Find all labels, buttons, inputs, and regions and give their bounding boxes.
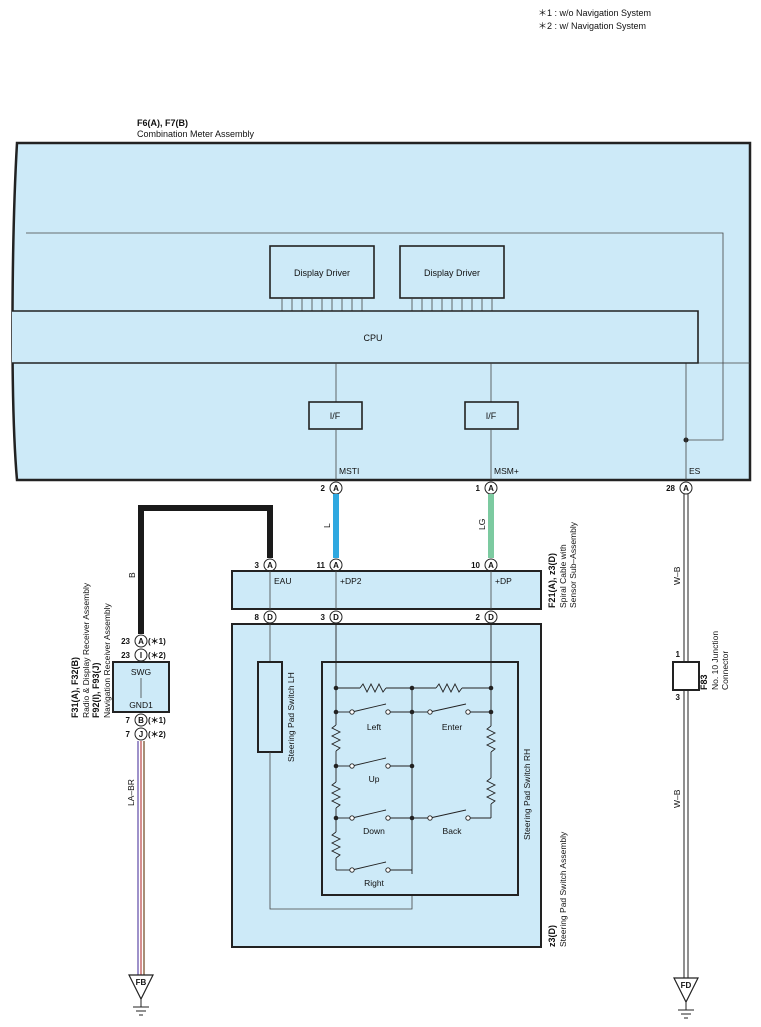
junction-box (672, 661, 700, 691)
radio-pin-swg-number-a: 23 (121, 637, 130, 646)
spiral-pin-d8-conn: D (267, 613, 273, 622)
driver-bus-lines (281, 298, 493, 311)
meter-name: Combination Meter Assembly (137, 129, 255, 139)
steering-name: Steering Pad Switch Assembly (558, 831, 568, 947)
spiral-pin-eau-conn: A (267, 561, 273, 570)
radio-pin-gnd-number-j: 7 (126, 730, 131, 739)
cpu-label: CPU (363, 333, 382, 343)
spiral-pin-dp-conn: A (488, 561, 494, 570)
rh-switch-box (321, 661, 519, 896)
spiral-dp2: +DP2 (340, 576, 362, 586)
pin-msti-conn: A (333, 484, 339, 493)
if-1-box (308, 401, 363, 430)
display-driver-2-label: Display Driver (424, 268, 480, 278)
radio-pin-gnd-b-circle (134, 713, 148, 727)
lh-switch-box (257, 661, 283, 753)
spiral-pin-d3-number: 3 (321, 613, 326, 622)
ground-fd-label: FD (681, 981, 692, 990)
spiral-pin-eau-number: 3 (255, 561, 260, 570)
rh-circuit-contacts (349, 709, 471, 873)
rh-circuit (330, 624, 497, 874)
spiral-pin-dp2-number: 11 (317, 561, 326, 570)
spiral-code: F21(A), z3(D) (547, 553, 557, 608)
wire-la-br-label: LA–BR (126, 779, 136, 806)
switch-enter-label: Enter (442, 722, 462, 732)
spiral-pin-dp2-conn: A (333, 561, 339, 570)
meter-code: F6(A), F7(B) (137, 118, 188, 128)
term-es: ES (689, 466, 701, 476)
spiral-pin-d8-number: 8 (255, 613, 260, 622)
ground-fb-label: FB (136, 978, 147, 987)
radio-pin-swg-a-conn: A (138, 637, 144, 646)
pin-msm-conn: A (488, 484, 494, 493)
spiral-name1: Spiral Cable with (558, 544, 568, 608)
pin-msm-number: 1 (476, 484, 481, 493)
junction-name1: No. 10 Junction (710, 631, 720, 690)
spiral-pin-d3-conn: D (333, 613, 339, 622)
radio-note2-i: (＊2) (148, 651, 166, 660)
rh-circuit-dots (333, 685, 494, 821)
spiral-eau: EAU (274, 576, 291, 586)
radio-pin-gnd-number-b: 7 (126, 716, 131, 725)
display-driver-1-label: Display Driver (294, 268, 350, 278)
radio-pin-swg-number-i: 23 (121, 651, 130, 660)
spiral-pin-d2-conn: D (488, 613, 494, 622)
radio-name2: Navigation Receiver Assembly (102, 602, 112, 718)
spiral-name2: Sensor Sub–Assembly (568, 521, 578, 608)
junction-pin3: 3 (676, 693, 681, 702)
switch-left-label: Left (367, 722, 382, 732)
switch-up-label: Up (369, 774, 380, 784)
pin-es-circle (679, 481, 693, 495)
radio-code2: F92(I), F93(J) (91, 662, 101, 718)
wire-lg-label: LG (477, 519, 487, 530)
radio-code: F31(A), F32(B) (70, 657, 80, 718)
if-2-label: I/F (486, 411, 497, 421)
ground-fd-triangle (673, 977, 699, 1004)
radio-pin-gnd-j-conn: J (139, 730, 143, 739)
radio-note1-b: (＊1) (148, 716, 166, 725)
radio-gnd1: GND1 (129, 700, 153, 710)
radio-pin-gnd-j-circle (134, 727, 148, 741)
pin-es-conn: A (683, 484, 689, 493)
junction-pin1: 1 (676, 650, 681, 659)
radio-pin-gnd-b-conn: B (138, 716, 144, 725)
pin-es-number: 28 (666, 484, 675, 493)
lh-switch-label: Steering Pad Switch LH (286, 672, 296, 762)
radio-name1: Radio & Display Receiver Assembly (81, 582, 91, 718)
switch-down-label: Down (363, 826, 385, 836)
meter-inner-line (26, 232, 724, 441)
wire-b (138, 505, 273, 634)
wire-wb-top-label: W–B (672, 566, 682, 585)
if-1-label: I/F (330, 411, 341, 421)
wire-l-label: L (322, 523, 332, 528)
spiral-pin-dp-number: 10 (471, 561, 480, 570)
steering-code: z3(D) (547, 925, 557, 947)
junction-name2: Connector (720, 651, 730, 690)
spiral-dp: +DP (495, 576, 512, 586)
wire-b-label: B (127, 572, 137, 578)
switch-right-label: Right (364, 878, 384, 888)
pin-msti-number: 2 (321, 484, 326, 493)
note-2: ＊2 : w/ Navigation System (538, 21, 646, 31)
note-1: ＊1 : w/o Navigation System (538, 8, 651, 18)
display-driver-2-box (399, 245, 505, 299)
term-msm: MSM+ (494, 466, 519, 476)
rh-switch-label: Steering Pad Switch RH (522, 749, 532, 840)
switch-back-label: Back (443, 826, 463, 836)
cpu-box (12, 310, 699, 364)
radio-pin-swg-a-circle (134, 634, 148, 648)
radio-note2-j: (＊2) (148, 730, 166, 739)
radio-note1-a: (＊1) (148, 637, 166, 646)
junction-code: F83 (699, 674, 709, 690)
radio-pin-swg-i-conn: I (140, 651, 142, 660)
ground-fb-triangle (128, 974, 154, 1001)
term-msti: MSTI (339, 466, 359, 476)
if-2-box (464, 401, 519, 430)
display-driver-1-box (269, 245, 375, 299)
radio-swg: SWG (131, 667, 151, 677)
wire-wb-bottom-label: W–B (672, 789, 682, 808)
spiral-cable-box (231, 570, 542, 610)
spiral-pin-d2-number: 2 (476, 613, 481, 622)
